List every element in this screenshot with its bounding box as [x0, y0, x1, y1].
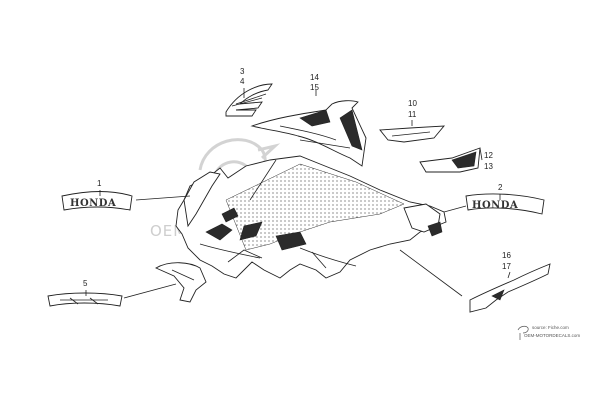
- fairing-body: [175, 155, 447, 279]
- callout-4: 4: [240, 77, 245, 86]
- front-fender: [155, 262, 207, 303]
- callouts: 1 2 3 4 5 10 11 12 13 14 15 16 17: [83, 67, 511, 288]
- honda-decal-left: HONDA: [61, 191, 133, 211]
- leader-lines: [85, 88, 511, 299]
- callout-3: 3: [240, 67, 245, 76]
- honda-decal-left-text: HONDA: [70, 198, 116, 209]
- callout-16: 16: [502, 251, 511, 260]
- bird-icon: [517, 325, 529, 340]
- tail-decal: [419, 147, 481, 173]
- honda-decal-right-text: HONDA: [472, 200, 518, 211]
- callout-11: 11: [408, 110, 417, 119]
- tail-stripe-decal: [469, 263, 551, 313]
- callout-12: 12: [484, 151, 493, 160]
- callout-1: 1: [97, 179, 102, 188]
- callout-15: 15: [310, 83, 319, 92]
- source-line-2: OEM-MOTORDECALS.com: [524, 333, 580, 338]
- fender-decal: [47, 292, 123, 307]
- callout-10: 10: [408, 99, 417, 108]
- wing-emblem-decal: [225, 83, 273, 117]
- callout-13: 13: [484, 162, 493, 171]
- source-line-1: source: Fiche.com: [532, 325, 569, 330]
- side-cover-decal-upper: [379, 125, 446, 143]
- callout-2: 2: [498, 183, 503, 192]
- tank-stripe-decal: [250, 100, 367, 167]
- honda-decal-right: HONDA: [465, 193, 545, 215]
- callout-14: 14: [310, 73, 319, 82]
- callout-17: 17: [502, 262, 511, 271]
- source-credit: source: Fiche.com OEM-MOTORDECALS.com: [517, 325, 580, 340]
- callout-5: 5: [83, 279, 88, 288]
